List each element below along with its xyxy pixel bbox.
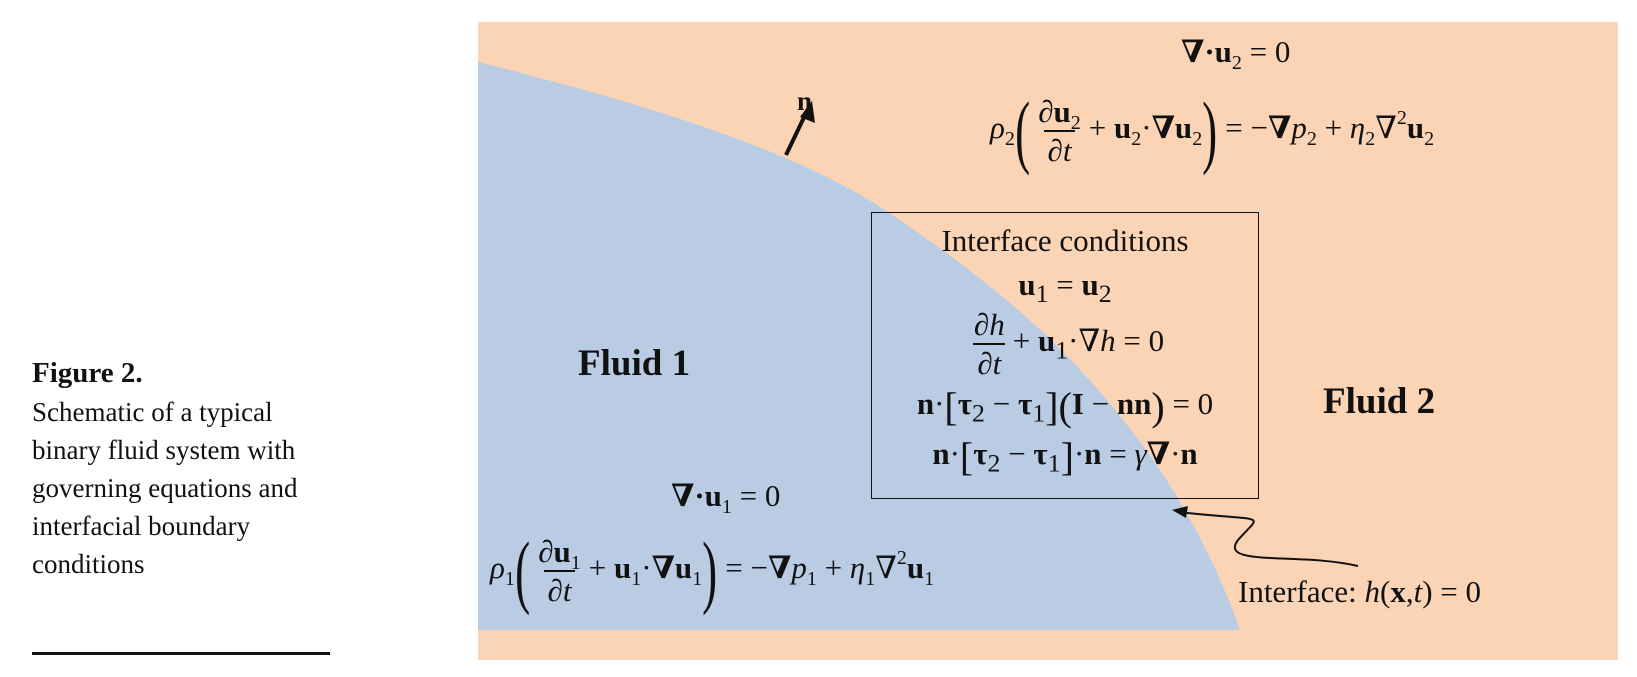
interface-label: Interface: h(x,t) = 0 — [1238, 574, 1481, 610]
fluid2-label: Fluid 2 — [1323, 381, 1436, 422]
interface-conditions-box: Interface conditions u1 = u2 ∂h∂t+ u1·∇h… — [871, 212, 1259, 499]
interface-equation: h(x,t) = 0 — [1364, 574, 1481, 609]
fluid2-continuity-equation: ∇·u2 = 0 — [1181, 34, 1291, 74]
figure-caption: Figure 2. Schematic of a typical binary … — [32, 355, 332, 583]
interface-velocity-condition: u1 = u2 — [1018, 267, 1112, 309]
interface-pointer-arrowhead — [1172, 506, 1188, 518]
caption-rule — [32, 652, 330, 655]
fluid-system-diagram: n ∇·u2 = 0 ρ2(∂u2∂t+ u2·∇u2) = −∇p2 + η2… — [478, 22, 1618, 660]
figure-caption-text: Schematic of a typical binary fluid syst… — [32, 397, 298, 579]
fluid1-region — [478, 62, 1240, 630]
fluid1-momentum-equation: ρ1(∂u1∂t+ u1·∇u1) = −∇p1 + η1∇2u1 — [490, 525, 935, 616]
interface-pointer-curve — [1177, 511, 1359, 567]
interface-kinematic-condition: ∂h∂t+ u1·∇h = 0 — [973, 307, 1165, 381]
figure-title: Figure 2. — [32, 357, 143, 389]
fluid1-label: Fluid 1 — [578, 343, 691, 384]
fluid2-momentum-equation: ρ2(∂u2∂t+ u2·∇u2) = −∇p2 + η2∇2u2 — [990, 85, 1435, 176]
interface-tangential-stress-condition: n·[τ2 − τ1](I − nn) = 0 — [916, 384, 1214, 429]
interface-normal-stress-condition: n·[τ2 − τ1]·n = γ∇·n — [932, 434, 1198, 479]
normal-vector-arrowhead — [800, 101, 815, 123]
fluid1-continuity-equation: ∇·u1 = 0 — [671, 478, 781, 518]
interface-conditions-title: Interface conditions — [941, 223, 1189, 258]
normal-vector-label: n — [797, 86, 813, 116]
interface-label-text: Interface: — [1238, 574, 1365, 609]
diagram-canvas — [478, 22, 1618, 660]
